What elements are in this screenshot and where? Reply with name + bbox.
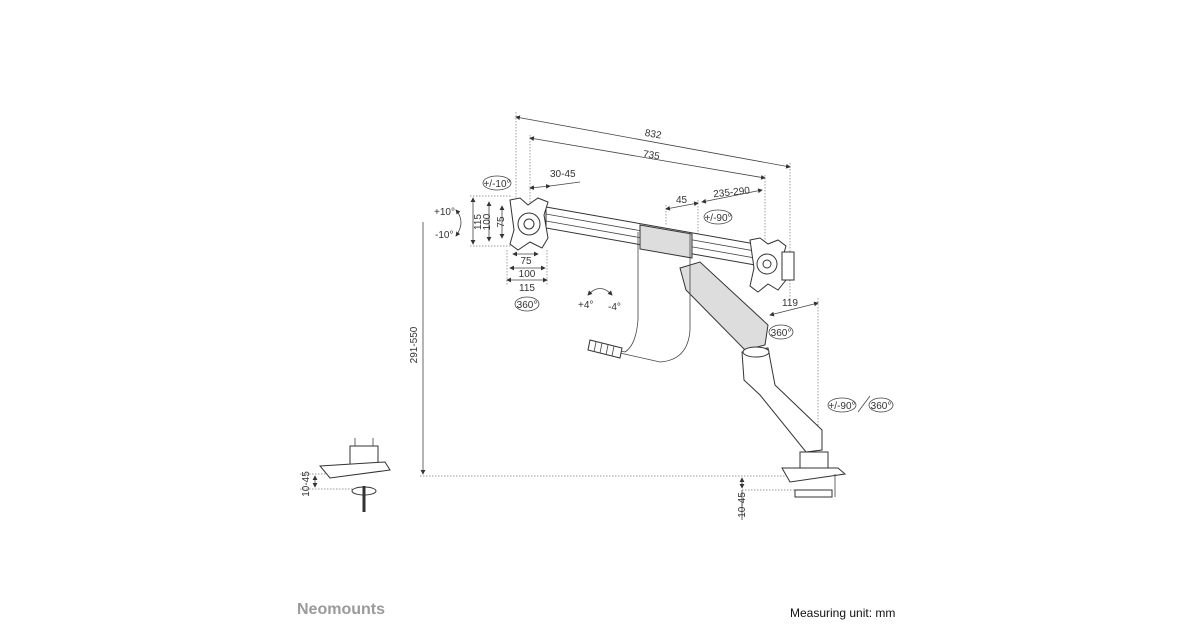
dim-45: 45 [676,195,688,206]
rot-bar-plus: +4° [578,300,593,311]
dim-10-45-right: 10-45 [737,492,748,518]
dim-735: 735 [642,149,661,163]
dimension-labels: 832 735 30-45 115 100 75 75 100 115 45 2… [301,128,891,518]
rotation-arrows [455,209,871,413]
swivel-indicator [827,397,857,413]
rot-base-swivel: +/-90° [828,401,855,412]
swivel-indicator [703,209,733,225]
rotate-indicator [514,296,540,312]
dim-75-h: 75 [520,256,532,267]
desk-clamp-right [781,451,847,498]
crossbar [545,206,773,269]
rot-base-360: 360° [871,401,892,412]
dim-115-h: 115 [519,283,535,294]
dim-115-v: 115 [473,214,484,230]
rotate-indicator [768,324,794,340]
dim-10-45-left: 10-45 [301,471,312,497]
dim-30-45: 30-45 [550,169,576,180]
desk-clamp-left [318,438,391,512]
rotate-indicator [868,397,894,413]
brand-logo: Neomounts [297,601,385,618]
vesa-plate-right [749,237,795,293]
dim-75-v: 75 [496,216,507,228]
dim-832: 832 [644,128,663,142]
dim-100-v: 100 [482,213,493,230]
handle [587,232,691,363]
rot-tilt-down: -10° [435,230,453,241]
rot-bar-swivel: +/-90° [704,213,731,224]
dim-100-h: 100 [519,269,536,280]
rot-elbow-360: 360° [771,328,792,339]
measuring-unit: Measuring unit: mm [790,606,896,620]
dim-119: 119 [782,298,798,309]
arm [679,261,823,453]
rot-plate-swivel: +/-10° [483,179,510,190]
rot-bar-minus: -4° [608,302,621,313]
vesa-plate-left [509,197,549,251]
dim-291-550: 291-550 [409,326,420,363]
dim-235-290: 235-290 [713,185,751,200]
swivel-indicator [482,175,512,191]
rot-tilt-up: +10° [434,207,455,218]
rot-plate-360: 360° [517,300,538,311]
dimension-lines [312,115,819,520]
